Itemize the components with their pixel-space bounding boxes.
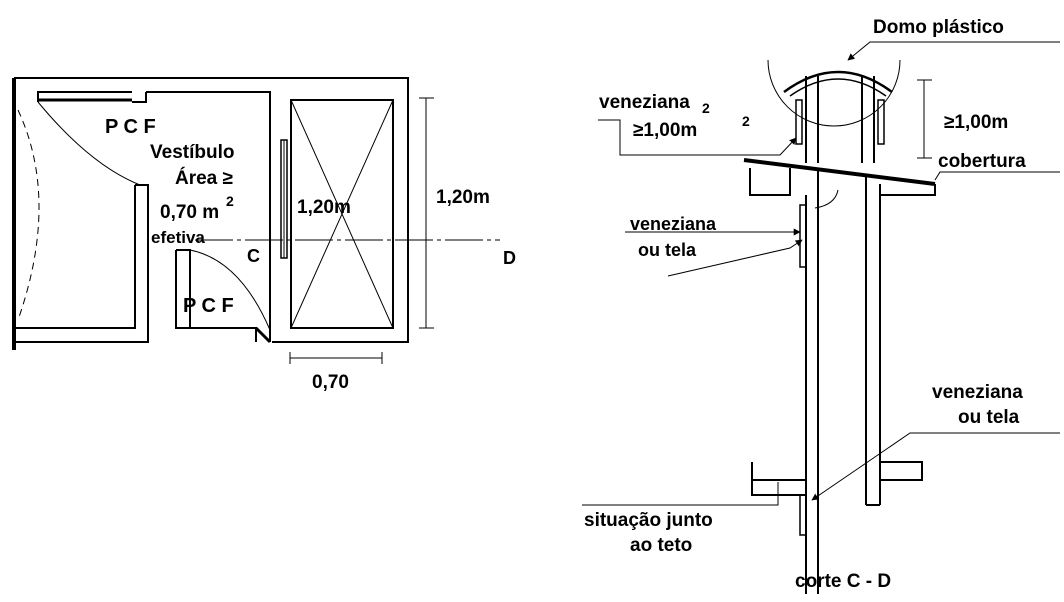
top-door-jamb: [132, 92, 147, 103]
roof-right-edge: [879, 184, 936, 196]
veneziana-top-leader: [598, 119, 797, 156]
cobertura-label: cobertura: [938, 151, 1026, 172]
ceiling-right: [880, 461, 923, 481]
area-unit-superscript: 2: [226, 193, 234, 209]
floor-plan: [12, 77, 500, 364]
cut-c-label: C: [247, 246, 260, 266]
shaft-cross-2: [290, 99, 394, 329]
veneziana-top-value-sup: 2: [742, 113, 750, 129]
dome-shell-outer: [783, 70, 893, 94]
shaft-height-label: 1,20m: [297, 197, 351, 218]
domo-leader: [847, 41, 1060, 61]
leader-lines: [582, 41, 1060, 506]
efetiva-label: efetiva: [151, 228, 205, 247]
flow-curve: [814, 189, 839, 209]
pcf-bottom-label: P C F: [183, 295, 234, 317]
top-door-arc: [37, 101, 141, 186]
section-caption: corte C - D: [795, 571, 891, 592]
veneziana-mid-leader-2: [667, 239, 803, 277]
situacao-label: situação junto: [584, 510, 713, 531]
roof-slab: [743, 158, 936, 186]
ceiling-left-top: [751, 462, 806, 481]
left-room-wall: [14, 185, 136, 329]
middle-louvre: [799, 204, 807, 268]
vestibulo-left-wall: [135, 184, 149, 328]
shaft-box: [290, 99, 394, 329]
area-label: Área ≥: [175, 167, 233, 189]
top-right-louvre: [877, 99, 885, 145]
veneziana-right-leader: [811, 432, 1060, 501]
ceiling-left-bottom: [751, 480, 806, 496]
dashed-door-arc: [17, 109, 40, 321]
section-drawing: [743, 59, 936, 594]
overall-height-label: 1,20m: [436, 187, 490, 208]
top-left-louvre: [795, 99, 803, 145]
area-value-label: 0,70 m: [160, 202, 219, 223]
domo-label: Domo plástico: [873, 17, 1004, 38]
shaft-width-label: 0,70: [312, 372, 349, 393]
veneziana-mid-label-2: ou tela: [638, 240, 697, 260]
roof-left-edge: [749, 168, 791, 196]
vestibulo-top-wall: [146, 91, 271, 342]
bottom-door-leaf: [254, 326, 272, 344]
veneziana-top-sup: 2: [702, 100, 710, 116]
cut-d-label: D: [503, 248, 516, 268]
outer-wall: [14, 77, 409, 343]
dome-circle: [767, 59, 901, 127]
dome-shell-inner: [789, 78, 887, 97]
veneziana-mid-label: veneziana: [630, 214, 717, 234]
veneziana-top-label: veneziana: [599, 92, 690, 113]
situacao-label-2: ao teto: [630, 535, 692, 556]
veneziana-top-value: ≥1,00m: [633, 120, 697, 141]
veneziana-right-label-2: ou tela: [958, 407, 1020, 428]
vestibulo-bottom-wall: [190, 327, 257, 342]
height-label: ≥1,00m: [944, 112, 1008, 133]
situacao-leader: [582, 482, 779, 506]
veneziana-right-label: veneziana: [932, 382, 1023, 403]
pcf-top-label: P C F: [105, 116, 156, 138]
bottom-door-arc: [189, 249, 271, 331]
vestibulo-label: Vestíbulo: [150, 142, 234, 163]
bottom-louvre: [799, 494, 807, 536]
bottom-wall: [14, 328, 149, 343]
cobertura-leader: [934, 171, 1060, 181]
